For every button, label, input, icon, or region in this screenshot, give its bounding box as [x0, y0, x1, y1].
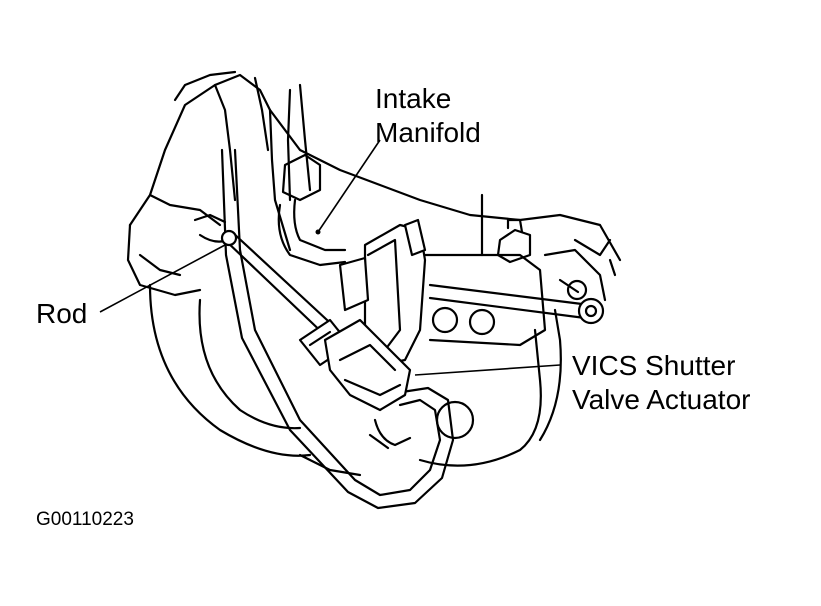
vacuum-tubes [220, 83, 455, 510]
vics-label-line1: VICS Shutter [572, 350, 736, 381]
rod-label: Rod [36, 298, 88, 329]
linkage-arm [428, 238, 617, 325]
vics-label-line2: Valve Actuator [572, 384, 751, 415]
figure-id: G00110223 [36, 509, 134, 530]
intake-manifold-label-line1: Intake [375, 83, 452, 114]
actuator-body [323, 218, 427, 412]
leader-lines [99, 139, 561, 376]
intake-manifold-label-line2: Manifold [375, 117, 481, 148]
shaft-housing [368, 193, 547, 450]
